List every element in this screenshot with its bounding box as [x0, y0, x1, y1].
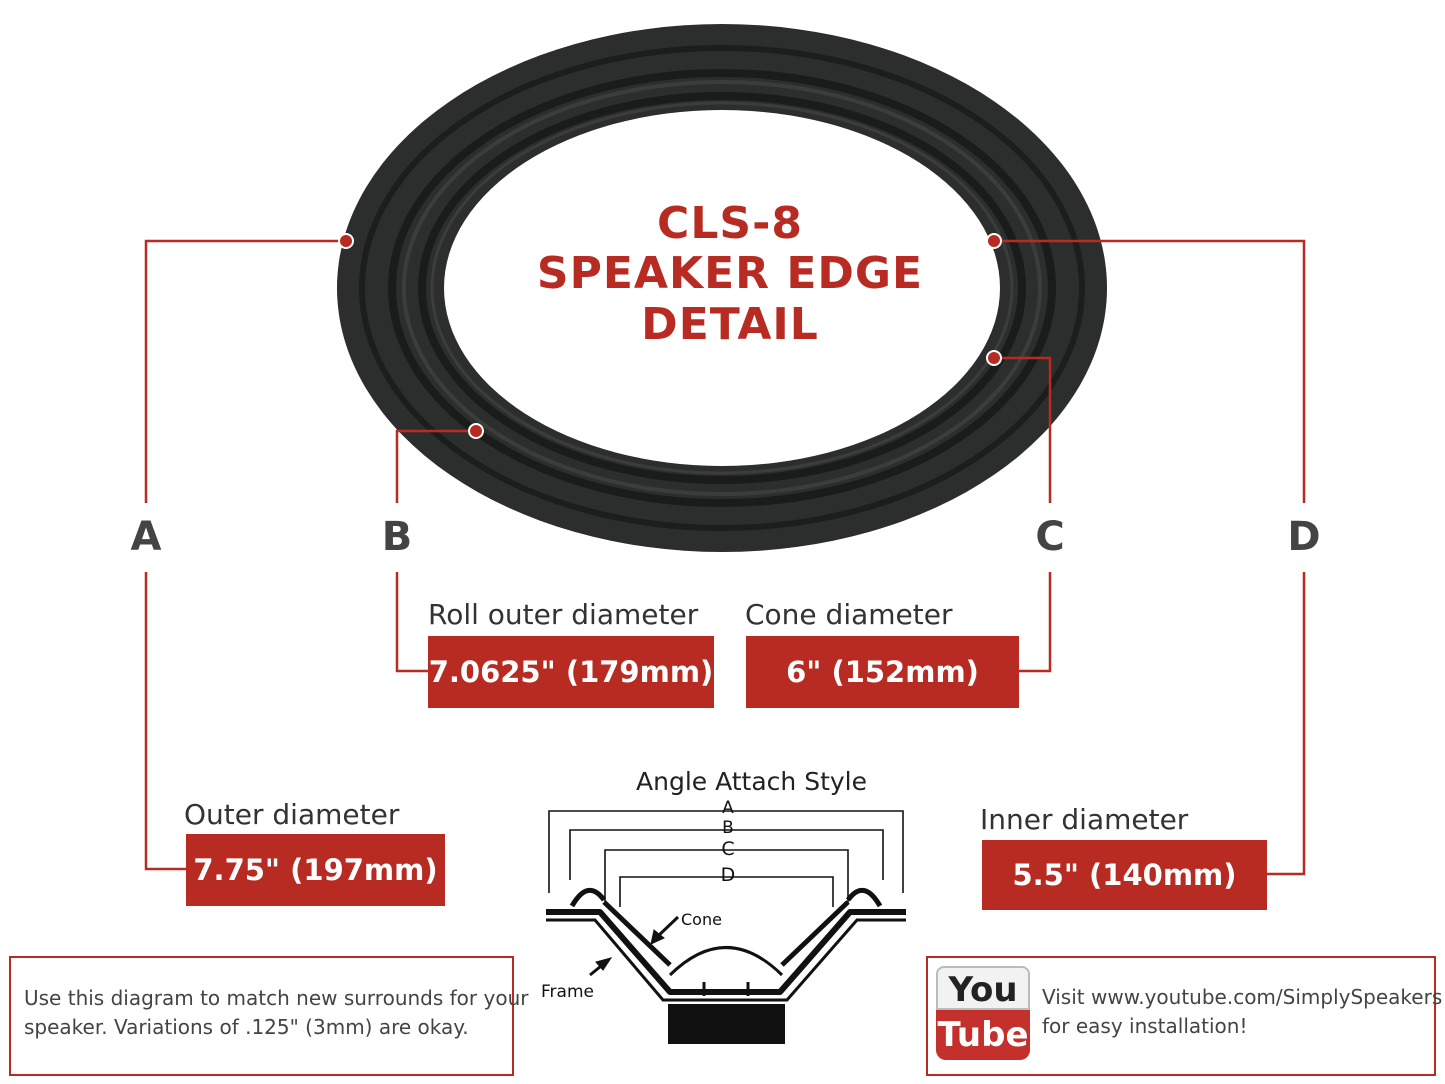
diagram-title-subtitle: SPEAKER EDGE DETAIL — [536, 248, 924, 350]
marker-dot-a — [338, 233, 354, 249]
marker-dot-d — [986, 233, 1002, 249]
marker-dot-b — [468, 423, 484, 439]
cone-callout: Cone — [681, 910, 722, 929]
marker-dot-c — [986, 350, 1002, 366]
matching-note-box: Use this diagram to match new surrounds … — [9, 956, 528, 1076]
angle-attach-title: Angle Attach Style — [636, 767, 868, 796]
cone-diameter-value: 6" (152mm) — [746, 636, 1019, 708]
diagram-title-model: CLS-8 — [657, 198, 803, 249]
youtube-note-line-1[interactable]: Visit www.youtube.com/SimplySpeakers — [1042, 985, 1443, 1009]
frame-callout: Frame — [541, 982, 594, 1002]
youtube-logo-icon[interactable]: You Tube — [936, 966, 1030, 1060]
marker-letter-c: C — [1035, 514, 1065, 560]
angle-letter-d: D — [720, 864, 736, 886]
matching-note-line-1: Use this diagram to match new surrounds … — [24, 986, 529, 1010]
cone-diameter-label: Cone diameter — [745, 598, 953, 631]
outer-diameter-value: 7.75" (197mm) — [186, 834, 445, 906]
youtube-note-line-2: for easy installation! — [1042, 1014, 1248, 1038]
roll-outer-diameter-label: Roll outer diameter — [428, 598, 699, 631]
angle-letter-a: A — [722, 798, 734, 818]
angle-letter-c: C — [721, 838, 735, 860]
roll-outer-diameter-value: 7.0625" (179mm) — [428, 636, 714, 708]
marker-letter-b: B — [381, 514, 413, 560]
angle-attach-diagram — [546, 810, 906, 1002]
angle-letter-b: B — [722, 818, 734, 838]
marker-letter-a: A — [130, 514, 162, 560]
magnet-block — [668, 1004, 785, 1044]
marker-letter-d: D — [1287, 514, 1321, 560]
inner-diameter-label: Inner diameter — [980, 803, 1189, 836]
outer-diameter-label: Outer diameter — [184, 798, 400, 831]
matching-note-line-2: speaker. Variations of .125" (3mm) are o… — [24, 1015, 469, 1039]
inner-diameter-value: 5.5" (140mm) — [982, 840, 1267, 910]
